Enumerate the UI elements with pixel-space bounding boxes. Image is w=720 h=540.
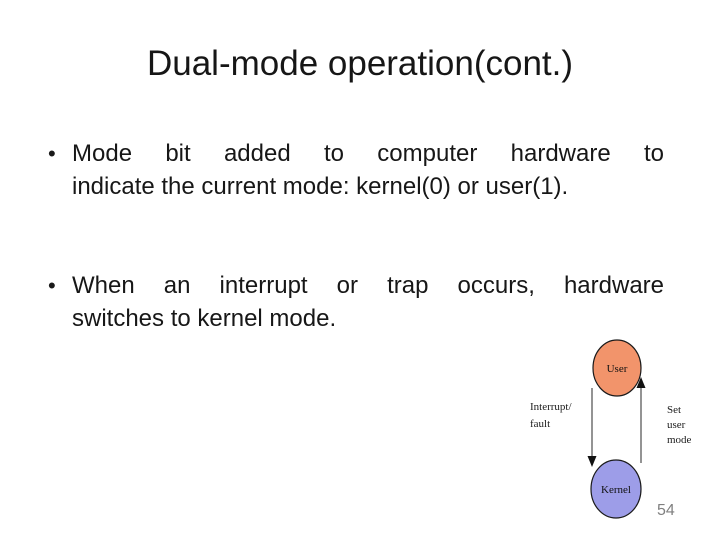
arrow-up-icon bbox=[636, 377, 646, 388]
user-mode-ellipse bbox=[592, 339, 642, 397]
bullet-text: Mode bit added to computer hardware to i… bbox=[72, 137, 664, 203]
mode-transition-diagram: User Kernel Interrupt/ fault Set user mo… bbox=[530, 339, 692, 519]
arrow-down-icon bbox=[587, 456, 597, 467]
bullet-line: indicate the current mode: kernel(0) or … bbox=[72, 173, 569, 200]
bullet-item-mode-bit: • Mode bit added to computer hardware to… bbox=[48, 137, 668, 203]
set-user-mode-label-line3: mode bbox=[667, 434, 692, 446]
bullet-line: Mode bit added to computer hardware to bbox=[72, 140, 664, 167]
bullet-marker: • bbox=[48, 141, 56, 166]
kernel-node-label: Kernel bbox=[601, 484, 631, 496]
kernel-mode-ellipse bbox=[590, 459, 642, 519]
user-node-label: User bbox=[607, 363, 628, 375]
bullet-line: When an interrupt or trap occurs, hardwa… bbox=[72, 272, 664, 299]
set-user-mode-label-line2: user bbox=[667, 419, 686, 431]
bullet-text: When an interrupt or trap occurs, hardwa… bbox=[72, 269, 664, 335]
slide-title: Dual-mode operation(cont.) bbox=[146, 44, 574, 83]
bullet-marker: • bbox=[48, 273, 56, 298]
interrupt-fault-label-line2: fault bbox=[530, 418, 550, 430]
bullet-item-interrupt-trap: • When an interrupt or trap occurs, hard… bbox=[48, 269, 668, 335]
bullet-list: • Mode bit added to computer hardware to… bbox=[48, 137, 668, 335]
page-number: 54 bbox=[657, 502, 675, 519]
set-user-mode-label-line1: Set bbox=[667, 404, 681, 416]
interrupt-fault-label-line1: Interrupt/ bbox=[530, 401, 572, 413]
bullet-line: switches to kernel mode. bbox=[72, 305, 337, 332]
